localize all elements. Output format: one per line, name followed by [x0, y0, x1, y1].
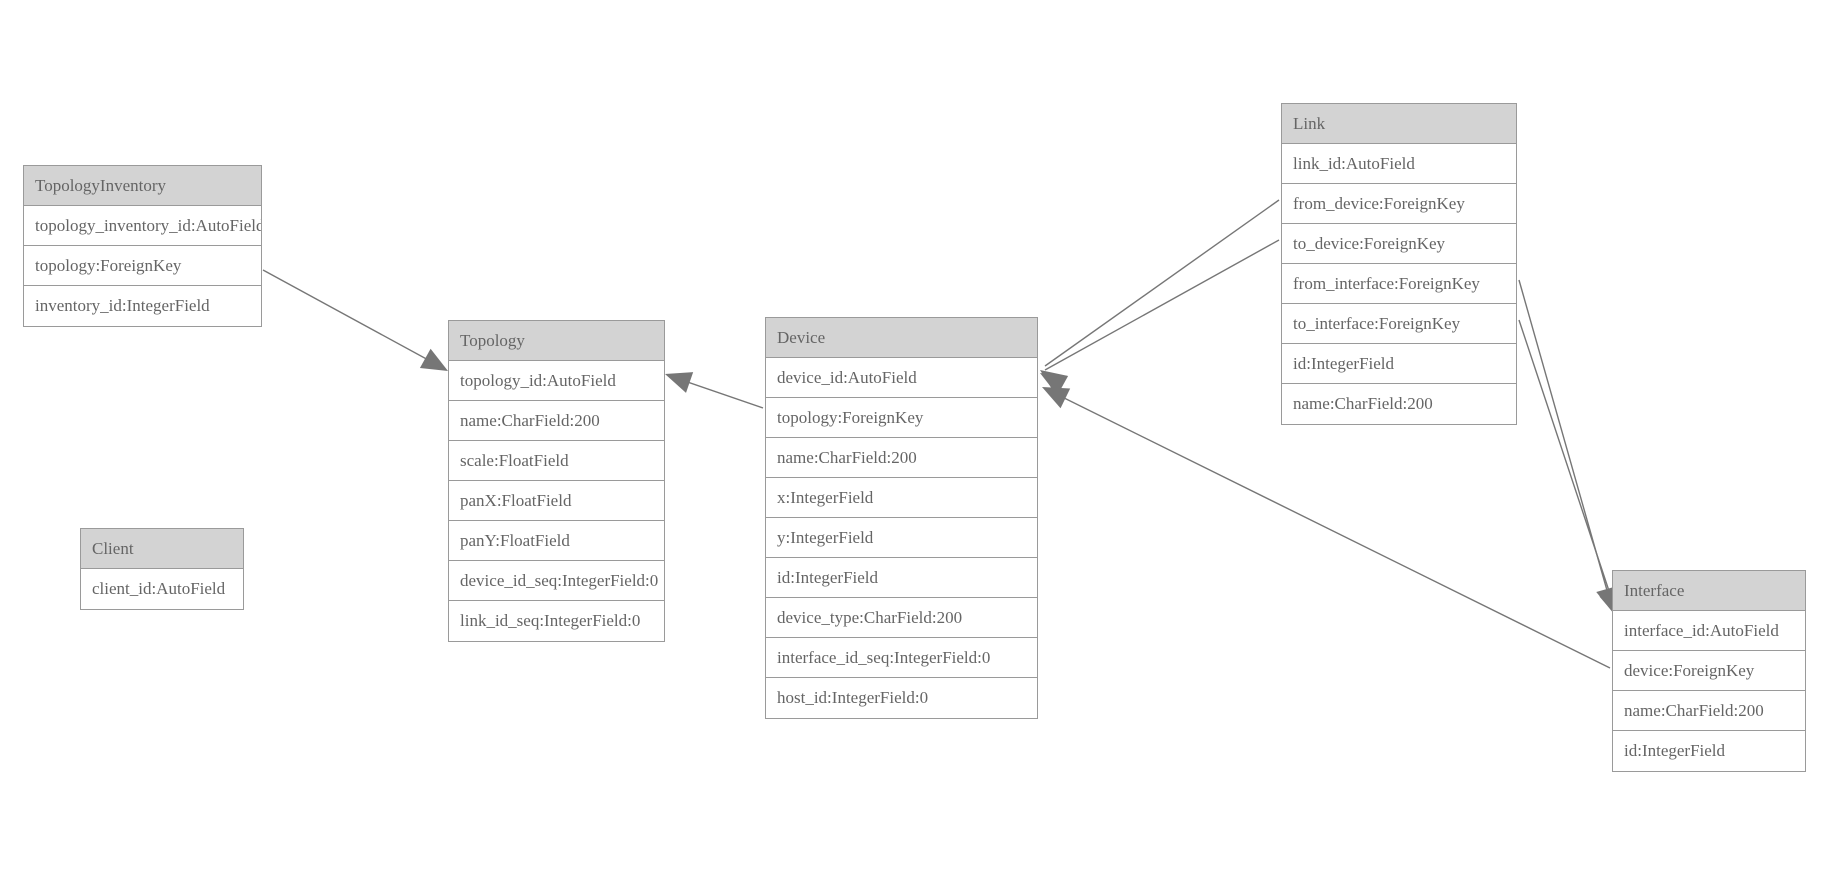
entity-field: device_type:CharField:200: [766, 598, 1037, 638]
entity-field: device_id:AutoField: [766, 358, 1037, 398]
entity-title-topology_inventory: TopologyInventory: [24, 166, 261, 206]
entity-field: panY:FloatField: [449, 521, 664, 561]
entity-field: interface_id:AutoField: [1613, 611, 1805, 651]
entity-field: host_id:IntegerField:0: [766, 678, 1037, 718]
rel-device-topology: [665, 372, 764, 409]
relationship-arrowhead: [665, 372, 694, 393]
entity-field: from_interface:ForeignKey: [1282, 264, 1516, 304]
relationship-line: [1044, 199, 1280, 367]
relationship-arrowhead: [1040, 370, 1068, 394]
rel-link-todevice-device: [1040, 239, 1280, 396]
rel-topologyinventory-topology: [262, 269, 448, 371]
relationship-line: [669, 375, 764, 409]
relationship-line: [1044, 239, 1280, 371]
rel-link-frominterface-interface: [1518, 279, 1618, 614]
entity-title-client: Client: [81, 529, 243, 569]
entity-title-device: Device: [766, 318, 1037, 358]
entity-field: x:IntegerField: [766, 478, 1037, 518]
entity-field: topology_id:AutoField: [449, 361, 664, 401]
relationship-line: [1518, 279, 1613, 609]
entity-field: panX:FloatField: [449, 481, 664, 521]
entity-field: topology:ForeignKey: [24, 246, 261, 286]
entity-field: link_id:AutoField: [1282, 144, 1516, 184]
entity-field: id:IntegerField: [1613, 731, 1805, 771]
entity-field: name:CharField:200: [1613, 691, 1805, 731]
entity-title-link: Link: [1282, 104, 1516, 144]
relationship-line: [1518, 319, 1617, 613]
entity-field: to_interface:ForeignKey: [1282, 304, 1516, 344]
entity-title-topology: Topology: [449, 321, 664, 361]
entity-field: interface_id_seq:IntegerField:0: [766, 638, 1037, 678]
entity-field: id:IntegerField: [766, 558, 1037, 598]
entity-field: topology:ForeignKey: [766, 398, 1037, 438]
entity-field: topology_inventory_id:AutoField: [24, 206, 261, 246]
entity-field: client_id:AutoField: [81, 569, 243, 609]
relationship-arrowhead: [1042, 387, 1071, 409]
entity-field: device:ForeignKey: [1613, 651, 1805, 691]
entity-field: from_device:ForeignKey: [1282, 184, 1516, 224]
relationship-line: [1047, 389, 1611, 669]
entity-field: name:CharField:200: [1282, 384, 1516, 424]
entity-field: id:IntegerField: [1282, 344, 1516, 384]
entity-field: scale:FloatField: [449, 441, 664, 481]
entity-title-interface: Interface: [1613, 571, 1805, 611]
entity-field: name:CharField:200: [449, 401, 664, 441]
relationship-arrowhead: [1040, 373, 1069, 396]
rel-link-fromdevice-device: [1040, 199, 1280, 394]
entity-field: device_id_seq:IntegerField:0: [449, 561, 664, 601]
entity-field: name:CharField:200: [766, 438, 1037, 478]
entity-field: to_device:ForeignKey: [1282, 224, 1516, 264]
entity-field: link_id_seq:IntegerField:0: [449, 601, 664, 641]
relationship-line: [262, 269, 444, 369]
entity-field: inventory_id:IntegerField: [24, 286, 261, 326]
entity-field: y:IntegerField: [766, 518, 1037, 558]
